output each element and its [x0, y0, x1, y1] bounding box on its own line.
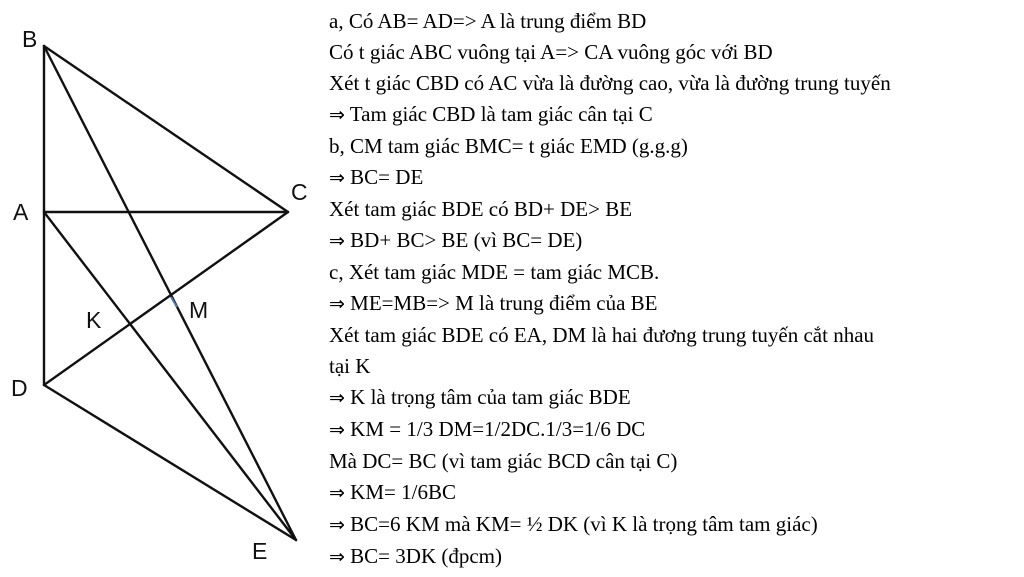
geometry-figure: B A C K M D E: [0, 0, 320, 577]
solution-line: b, CM tam giác BMC= t giác EMD (g.g.g): [329, 134, 688, 158]
segment-ae: [42, 210, 298, 542]
segment-de: [42, 383, 298, 542]
solution-line: KM= 1/6BC: [329, 477, 1021, 509]
segment-bc: [42, 44, 290, 214]
point-label-m: M: [189, 297, 208, 323]
solution-line: BC= DE: [329, 162, 1021, 194]
point-label-a: A: [13, 199, 29, 225]
solution-line: BD+ BC> BE (vì BC= DE): [329, 225, 1021, 257]
solution-line: Xét tam giác BDE có EA, DM là hai đương …: [329, 323, 875, 347]
solution-line: BC=6 KM mà KM= ½ DK (vì K là trọng tâm t…: [329, 509, 1021, 541]
solution-line: Có t giác ABC vuông tại A=> CA vuông góc…: [329, 40, 773, 64]
solution-text: a, Có AB= AD=> A là trung điểm BD Có t g…: [329, 6, 1021, 573]
point-label-c: C: [291, 179, 308, 205]
solution-line: K là trọng tâm của tam giác BDE: [329, 382, 1021, 414]
solution-line: tại K: [329, 354, 371, 378]
segment-dc: [42, 210, 290, 387]
point-label-k: K: [86, 307, 102, 333]
solution-line: ME=MB=> M là trung điểm của BE: [329, 288, 1021, 320]
segment-be: [42, 44, 298, 542]
point-label-e: E: [252, 538, 267, 564]
solution-line: KM = 1/3 DM=1/2DC.1/3=1/6 DC: [329, 414, 1021, 446]
point-label-d: D: [11, 375, 28, 401]
midpoint-tick-mark: [170, 296, 178, 308]
solution-line: BC= 3DK (đpcm): [329, 541, 1021, 573]
point-label-b: B: [22, 26, 37, 52]
solution-line: Tam giác CBD là tam giác cân tại C: [329, 99, 1021, 131]
solution-line: Xét tam giác BDE có BD+ DE> BE: [329, 197, 633, 221]
solution-line: c, Xét tam giác MDE = tam giác MCB.: [329, 260, 660, 284]
solution-line: a, Có AB= AD=> A là trung điểm BD: [329, 9, 647, 33]
solution-line: Xét t giác CBD có AC vừa là đường cao, v…: [329, 71, 891, 95]
solution-line: Mà DC= BC (vì tam giác BCD cân tại C): [329, 449, 678, 473]
